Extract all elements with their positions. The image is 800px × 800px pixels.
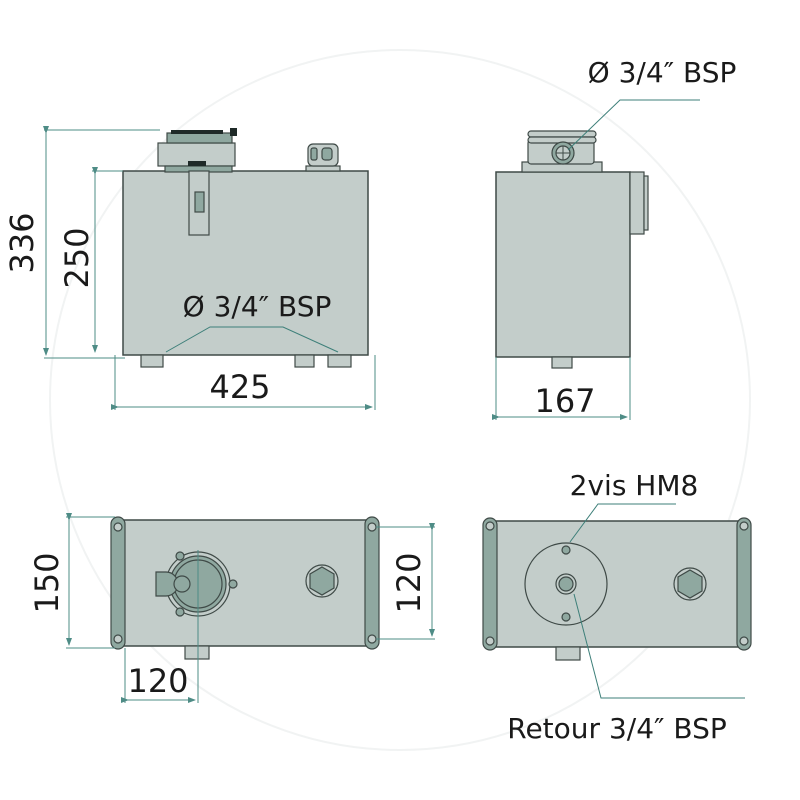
top-view-left: 150 120 120 [28, 513, 435, 703]
screw-hole-bottom [561, 612, 571, 622]
front-tank-body [122, 170, 369, 356]
breather-base [305, 165, 341, 172]
side-port-label: Ø 3/4″ BSP [588, 56, 737, 89]
side-view: Ø 3/4″ BSP 167 [492, 56, 737, 420]
screw-hole-top [561, 545, 571, 555]
bottom-port-1 [140, 354, 164, 368]
breather-slot-1 [310, 147, 318, 161]
top-right-bottom-port [555, 646, 581, 661]
hex-plug [309, 566, 335, 596]
side-bottom-port [551, 356, 573, 369]
dim-167-label: 167 [534, 382, 595, 420]
top-left-bracket-right [364, 516, 380, 650]
dim-150-label: 150 [28, 552, 66, 613]
level-window [194, 191, 205, 213]
screw-label: 2vis HM8 [570, 469, 699, 502]
side-head-ring-1 [527, 130, 597, 138]
side-protrusion-lip [643, 175, 649, 231]
dim-120-vertical-label: 120 [390, 552, 428, 613]
top-right-bracket-left [482, 517, 498, 651]
bottom-port-3 [327, 354, 352, 368]
pump-tab [230, 128, 237, 136]
side-port-leader [567, 99, 700, 151]
top-right-bracket-right [736, 517, 752, 651]
front-view: Ø 3/4″ BSP 336 250 425 [3, 126, 376, 410]
return-port [558, 576, 574, 592]
dim-120-horizontal-label: 120 [127, 662, 188, 700]
top-left-bracket-left [110, 516, 126, 650]
bottom-port-2 [294, 354, 315, 368]
front-port-leader [165, 326, 339, 353]
top-view-right: 2vis HM8 Retour 3/4″ BSP [482, 469, 752, 745]
watermark-circle [49, 49, 751, 751]
dim-250-label: 250 [58, 227, 96, 288]
side-tank-body [495, 171, 631, 358]
pump-top-plate [166, 132, 233, 144]
breather-slot-2 [321, 147, 333, 161]
front-port-label: Ø 3/4″ BSP [183, 290, 332, 323]
pump-cover [171, 130, 223, 134]
return-label: Retour 3/4″ BSP [507, 712, 727, 745]
dim-336-label: 336 [3, 212, 41, 273]
screw-leader [569, 503, 676, 543]
side-protrusion [629, 171, 645, 235]
return-leader [573, 593, 745, 699]
dim-425-label: 425 [209, 368, 270, 406]
hex-plug-right [677, 569, 703, 599]
pump-nut [188, 161, 206, 166]
top-left-bottom-port [184, 645, 210, 660]
